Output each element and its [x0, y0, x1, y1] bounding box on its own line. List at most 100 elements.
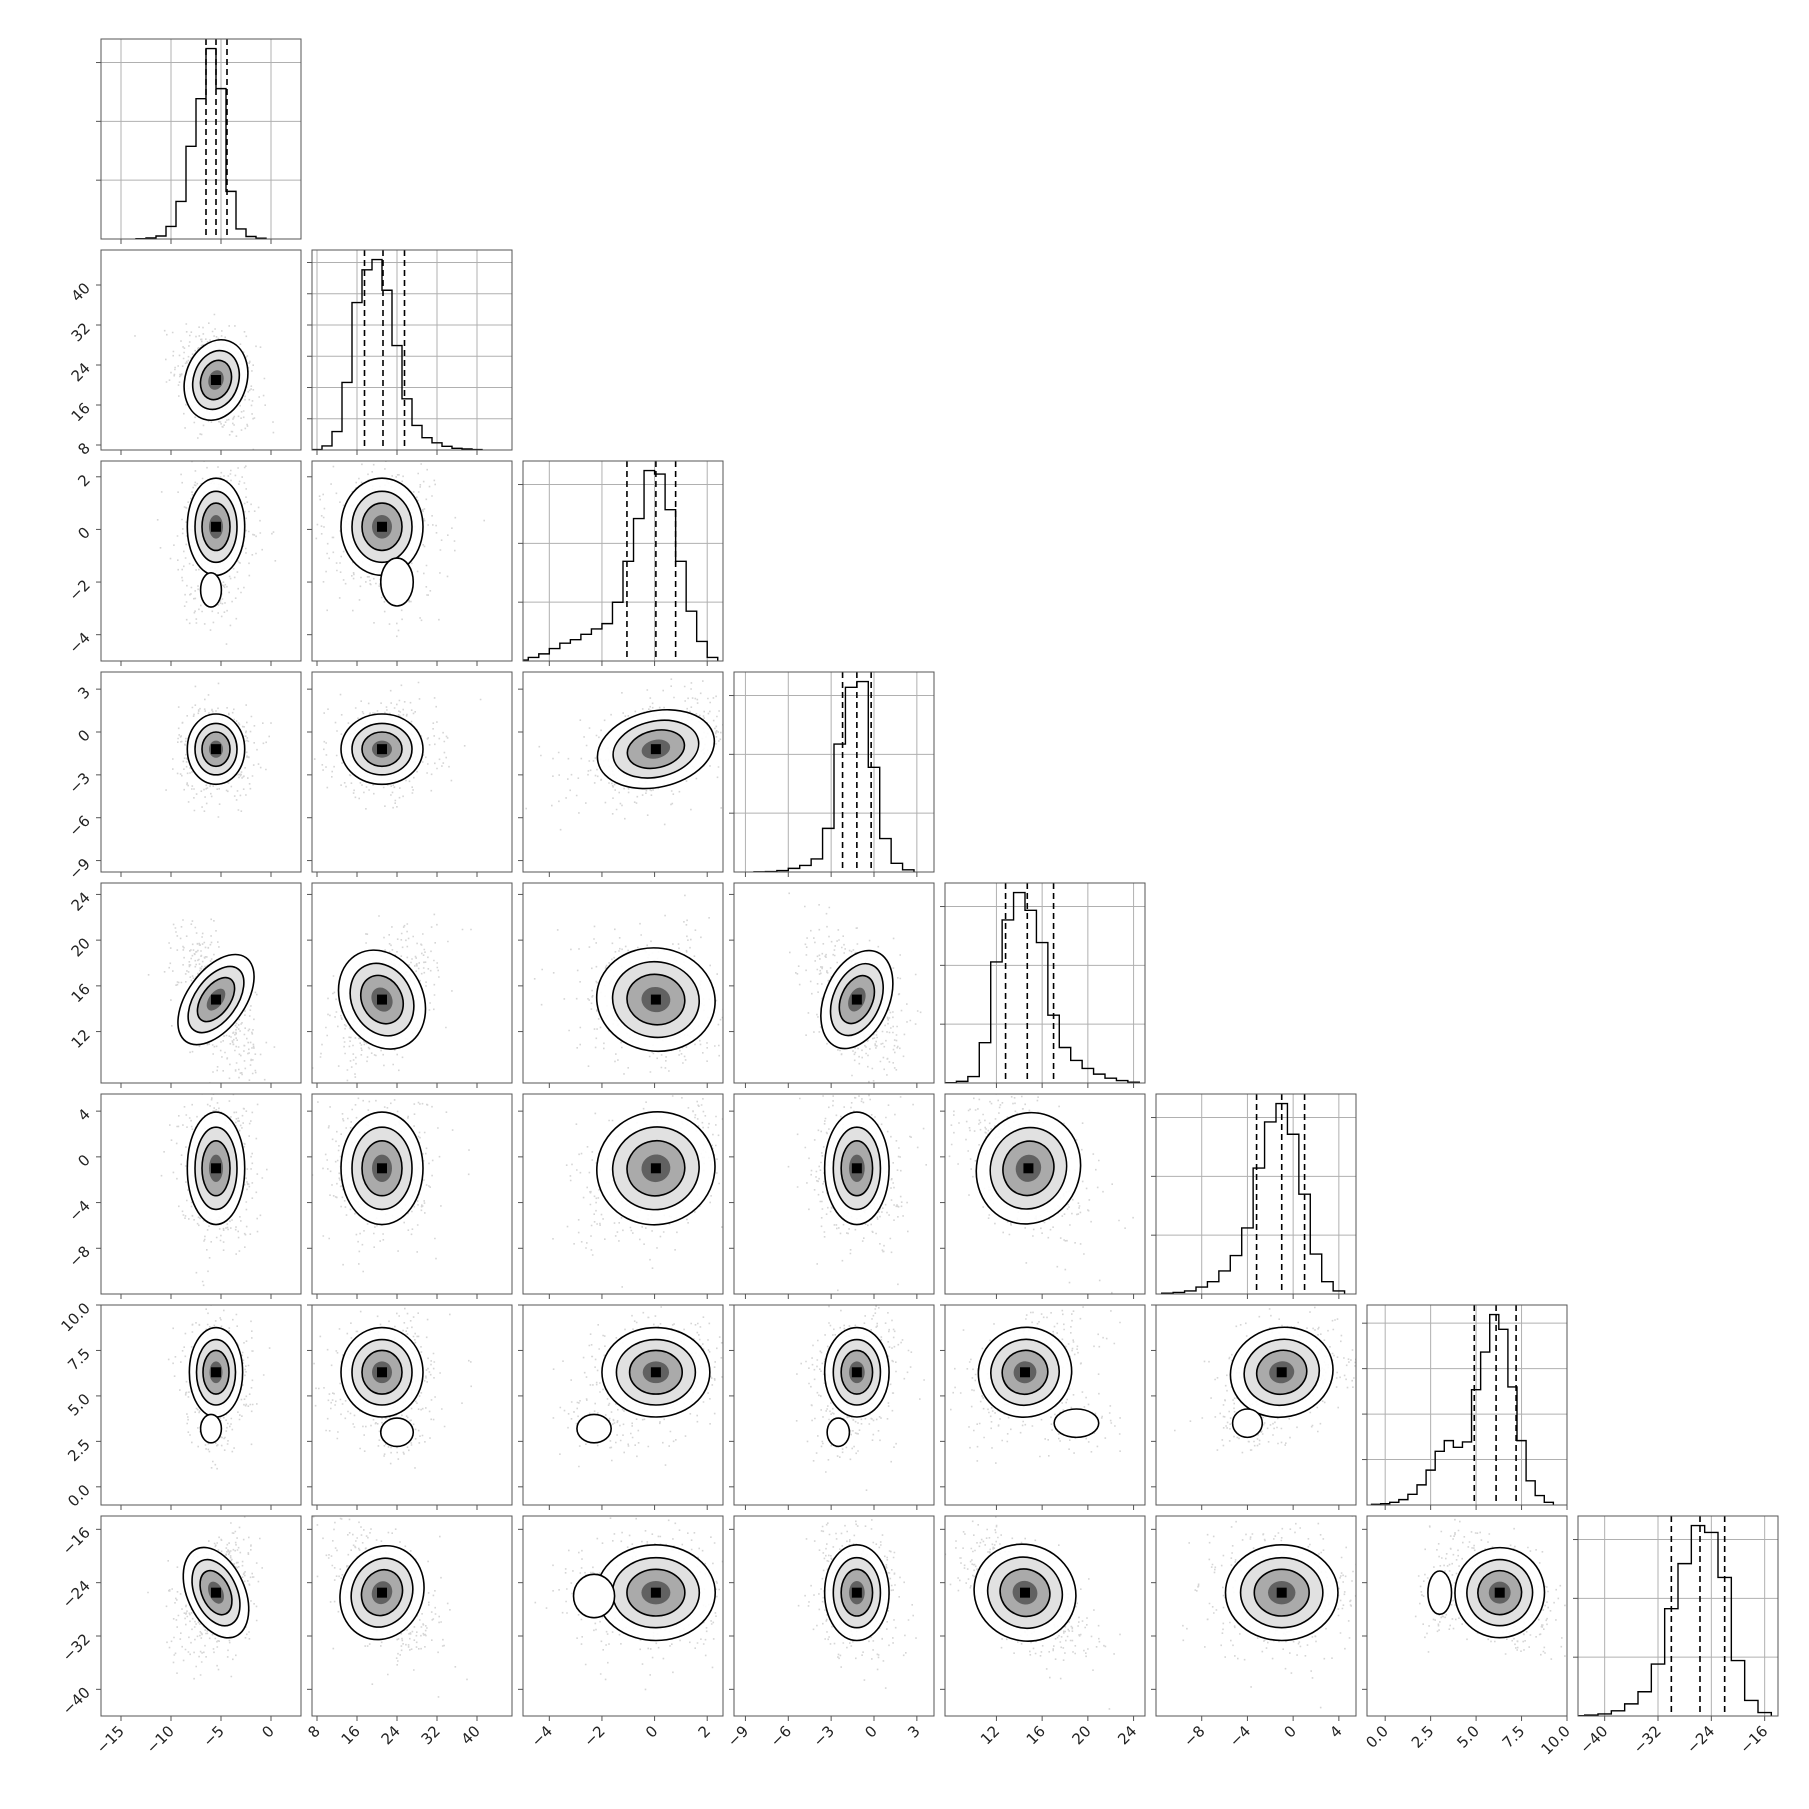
histogram-panel-4: [940, 882, 1146, 1088]
x-tick-label: 3: [904, 1722, 923, 1741]
panel-frame: [733, 1304, 935, 1506]
panel-frame: [522, 882, 724, 1084]
histogram-panel-3: [729, 671, 935, 877]
secondary-contour: [379, 1417, 415, 1448]
scatter-points: [950, 1306, 1121, 1464]
x-tick-label: 0: [642, 1722, 661, 1741]
secondary-contour: [1427, 1570, 1453, 1616]
histogram-step-line: [1370, 1313, 1555, 1505]
y-tick-label: 2.5: [64, 1435, 94, 1465]
panel-frame: [1155, 1304, 1357, 1506]
panel-frame: [733, 1515, 935, 1717]
x-tick-label: 8: [304, 1722, 323, 1741]
density-peak: [211, 375, 221, 385]
scatter-panel-0-5: −8−404: [65, 1093, 302, 1299]
x-tick-label: 32: [418, 1722, 444, 1748]
panel-frame: [311, 249, 513, 451]
x-tick-label: 16: [1023, 1722, 1049, 1748]
secondary-contour: [379, 557, 415, 607]
panel-frame: [311, 882, 513, 1084]
histogram-step-line: [312, 258, 483, 450]
panel-frame: [100, 38, 302, 240]
scatter-panel-2-3: [518, 671, 724, 877]
histogram-panel-7: −40−32−24−16: [1573, 1515, 1779, 1757]
histogram-step-line: [945, 891, 1140, 1083]
y-tick-label: 7.5: [64, 1345, 94, 1375]
density-peak: [650, 1367, 661, 1378]
scatter-panel-4-6: [940, 1304, 1146, 1510]
panel-frame: [311, 1515, 513, 1717]
panel-frame: [1155, 1515, 1357, 1717]
histogram-panel-6: [1362, 1304, 1568, 1510]
secondary-contour: [1053, 1408, 1100, 1439]
x-tick-label: −8: [1180, 1722, 1208, 1750]
density-peak: [1276, 1587, 1287, 1598]
secondary-contour: [572, 1573, 616, 1619]
x-tick-label: 5.0: [1453, 1722, 1483, 1752]
x-tick-label: −24: [1683, 1722, 1718, 1757]
scatter-points: [156, 461, 277, 645]
y-tick-label: 3: [74, 683, 93, 702]
panel-frame: [100, 1304, 302, 1506]
density-peak: [377, 994, 387, 1005]
x-tick-label: 24: [1114, 1722, 1140, 1748]
panel-frame: [522, 1093, 724, 1295]
x-tick-label: −5: [199, 1722, 227, 1750]
y-tick-label: 0.0: [64, 1481, 94, 1511]
y-tick-label: 0: [74, 726, 93, 745]
scatter-panel-0-6: 0.02.55.07.510.0: [57, 1299, 302, 1511]
y-tick-label: −3: [65, 769, 93, 797]
x-tick-label: 16: [338, 1722, 364, 1748]
density-peak: [211, 1163, 221, 1174]
panel-frame: [311, 1093, 513, 1295]
density-peak: [650, 1163, 661, 1174]
scatter-panel-3-5: [729, 1093, 935, 1299]
scatter-panel-2-4: [518, 882, 724, 1088]
density-peak: [377, 1367, 387, 1378]
panel-frame: [944, 1304, 1146, 1506]
y-tick-label: −16: [59, 1523, 94, 1558]
y-tick-label: 32: [68, 319, 94, 345]
x-tick-label: −9: [724, 1722, 752, 1750]
panel-frame: [1155, 1093, 1357, 1295]
density-peak: [211, 521, 221, 532]
x-tick-label: −6: [767, 1722, 795, 1750]
density-peak: [1023, 1163, 1034, 1174]
x-tick-label: 0.0: [1362, 1722, 1392, 1752]
x-tick-label: −40: [1576, 1722, 1611, 1757]
panel-frame: [522, 460, 724, 662]
density-peak: [851, 1587, 862, 1598]
y-tick-label: 8: [74, 439, 93, 458]
x-tick-label: 0: [861, 1722, 880, 1741]
y-tick-label: 10.0: [57, 1299, 93, 1335]
scatter-panel-1-3: [307, 671, 513, 877]
secondary-contour: [826, 1417, 851, 1448]
density-peak: [650, 994, 661, 1005]
x-tick-label: 2: [695, 1722, 714, 1741]
x-tick-label: −15: [93, 1722, 128, 1757]
panel-frame: [1577, 1515, 1779, 1717]
y-tick-label: 12: [68, 1026, 94, 1052]
y-tick-label: −2: [65, 576, 93, 604]
x-tick-label: −3: [810, 1722, 838, 1750]
panel-frame: [733, 671, 935, 873]
y-tick-label: −4: [65, 629, 93, 657]
y-tick-label: −9: [65, 855, 93, 883]
y-tick-label: 0: [74, 524, 93, 543]
x-tick-label: 4: [1326, 1722, 1345, 1741]
density-peak: [650, 744, 661, 755]
density-peak: [1020, 1587, 1030, 1598]
x-tick-label: 40: [458, 1722, 484, 1748]
panel-frame: [944, 882, 1146, 1084]
density-peak: [211, 744, 221, 755]
scatter-panel-2-6: [518, 1304, 724, 1510]
